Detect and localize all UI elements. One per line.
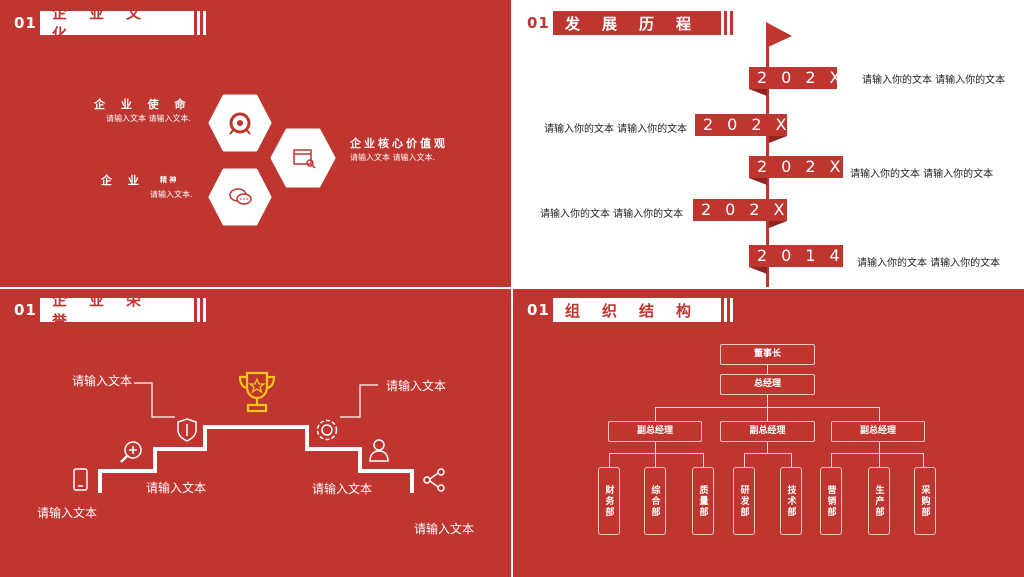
chat-icon xyxy=(229,188,252,205)
org-vp: 副总经理 xyxy=(720,421,815,442)
org-vp: 副总经理 xyxy=(608,421,702,442)
org-dept: 研发部 xyxy=(733,467,755,535)
target-icon xyxy=(229,112,251,135)
org-chairman: 董事长 xyxy=(720,344,815,365)
connector-line xyxy=(879,442,880,453)
org-header: 01 组织结构 xyxy=(527,297,733,323)
user-icon xyxy=(369,439,389,462)
history-header: 01 发展历程 xyxy=(527,10,733,36)
honors-panel: 01 企业荣誉 请输入文本 请输入文本 请输入文本 请输入文本 请输入文本 请输… xyxy=(0,289,511,577)
timeline-text-5: 请输入你的文本 请输入你的文本 xyxy=(857,258,1001,269)
connector-line xyxy=(744,453,791,454)
org-general-manager: 总经理 xyxy=(720,374,815,395)
spirit-title: 企 业 xyxy=(101,174,145,187)
header-bar xyxy=(730,11,733,35)
values-hexagon xyxy=(270,128,336,188)
connector-line xyxy=(655,442,656,453)
section-title: 组织结构 xyxy=(553,298,721,322)
search-plus-icon xyxy=(120,441,142,463)
header-bar xyxy=(724,298,727,322)
connector-line xyxy=(879,453,880,467)
connector-line xyxy=(791,453,792,467)
connector-line xyxy=(655,453,656,467)
connector-line xyxy=(767,442,768,453)
connector-line xyxy=(703,453,704,467)
org-vp: 副总经理 xyxy=(831,421,925,442)
timeline-text-4: 请输入你的文本 请输入你的文本 xyxy=(540,209,684,220)
gear-icon xyxy=(316,419,338,441)
connector-line xyxy=(879,407,880,421)
section-number: 01 xyxy=(14,301,37,319)
browser-search-icon xyxy=(293,149,316,169)
header-bar xyxy=(197,11,200,35)
mission-title: 企 业 使 命 xyxy=(94,98,192,111)
connector-line xyxy=(767,407,768,421)
timeline-year-1: 202X xyxy=(749,67,841,96)
connector-line xyxy=(767,365,768,374)
org-dept: 财务部 xyxy=(598,467,620,535)
culture-header: 01 企业文化 xyxy=(14,4,206,43)
timeline-text-1: 请输入你的文本 请输入你的文本 xyxy=(862,75,1006,86)
connector-line xyxy=(744,453,745,467)
honor-label-5: 请输入文本 xyxy=(37,506,98,520)
header-bar xyxy=(203,298,206,322)
org-dept: 综合部 xyxy=(644,467,666,535)
org-dept: 采购部 xyxy=(914,467,936,535)
shield-icon xyxy=(177,418,197,442)
org-dept: 质量部 xyxy=(692,467,714,535)
spirit-title-small: 精 神 xyxy=(160,176,177,184)
connector-line xyxy=(923,453,924,467)
section-number: 01 xyxy=(527,14,550,32)
culture-panel: 01 企业文化 企 业 使 命 请输入文本 请输入文本. 企业核心价值观 请输入… xyxy=(0,0,511,287)
honor-label-4: 请输入文本 xyxy=(312,482,373,496)
org-dept: 技术部 xyxy=(780,467,802,535)
spirit-hexagon xyxy=(208,168,272,226)
honor-label-2: 请输入文本 xyxy=(386,379,447,393)
values-title: 企业核心价值观 xyxy=(350,137,448,150)
section-number: 01 xyxy=(14,14,37,32)
header-bar xyxy=(724,11,727,35)
honor-label-6: 请输入文本 xyxy=(414,522,475,536)
timeline-year-2: 202X xyxy=(695,114,787,143)
header-bar xyxy=(197,298,200,322)
connector-line xyxy=(831,453,832,467)
org-panel: 01 组织结构 董事长 总经理 副总经理 副总经理 副总经理 财务部 综合部 质… xyxy=(513,289,1024,577)
section-title: 发展历程 xyxy=(553,11,721,35)
flag-icon xyxy=(766,22,792,48)
section-title: 企业文化 xyxy=(40,4,194,43)
timeline-year-4: 202X xyxy=(693,199,787,228)
connector-line xyxy=(831,453,923,454)
section-number: 01 xyxy=(527,301,550,319)
connector-line xyxy=(767,395,768,407)
honor-label-3: 请输入文本 xyxy=(146,481,207,495)
timeline-text-2: 请输入你的文本 请输入你的文本 xyxy=(544,124,688,135)
trophy-icon xyxy=(238,371,276,413)
spirit-text: 请输入文本. xyxy=(150,190,193,199)
connector-line xyxy=(655,407,656,421)
honors-stairs xyxy=(98,382,414,493)
org-dept: 生产部 xyxy=(868,467,890,535)
mission-text: 请输入文本 请输入文本. xyxy=(106,114,192,123)
timeline-text-3: 请输入你的文本 请输入你的文本 xyxy=(850,169,994,180)
timeline-year-5: 2014 xyxy=(749,245,843,274)
timeline-year-3: 202X xyxy=(749,156,843,185)
mission-hexagon xyxy=(208,94,272,152)
honor-label-1: 请输入文本 xyxy=(72,374,133,388)
header-bar xyxy=(730,298,733,322)
connector-line xyxy=(609,453,610,467)
values-text: 请输入文本 请输入文本. xyxy=(350,153,436,162)
share-icon xyxy=(423,468,445,492)
phone-icon xyxy=(73,468,88,491)
connector-line xyxy=(609,453,703,454)
header-bar xyxy=(203,11,206,35)
org-dept: 营销部 xyxy=(820,467,842,535)
history-panel: 01 发展历程 202X 请输入你的文本 请输入你的文本 202X 请输入你的文… xyxy=(513,0,1024,287)
